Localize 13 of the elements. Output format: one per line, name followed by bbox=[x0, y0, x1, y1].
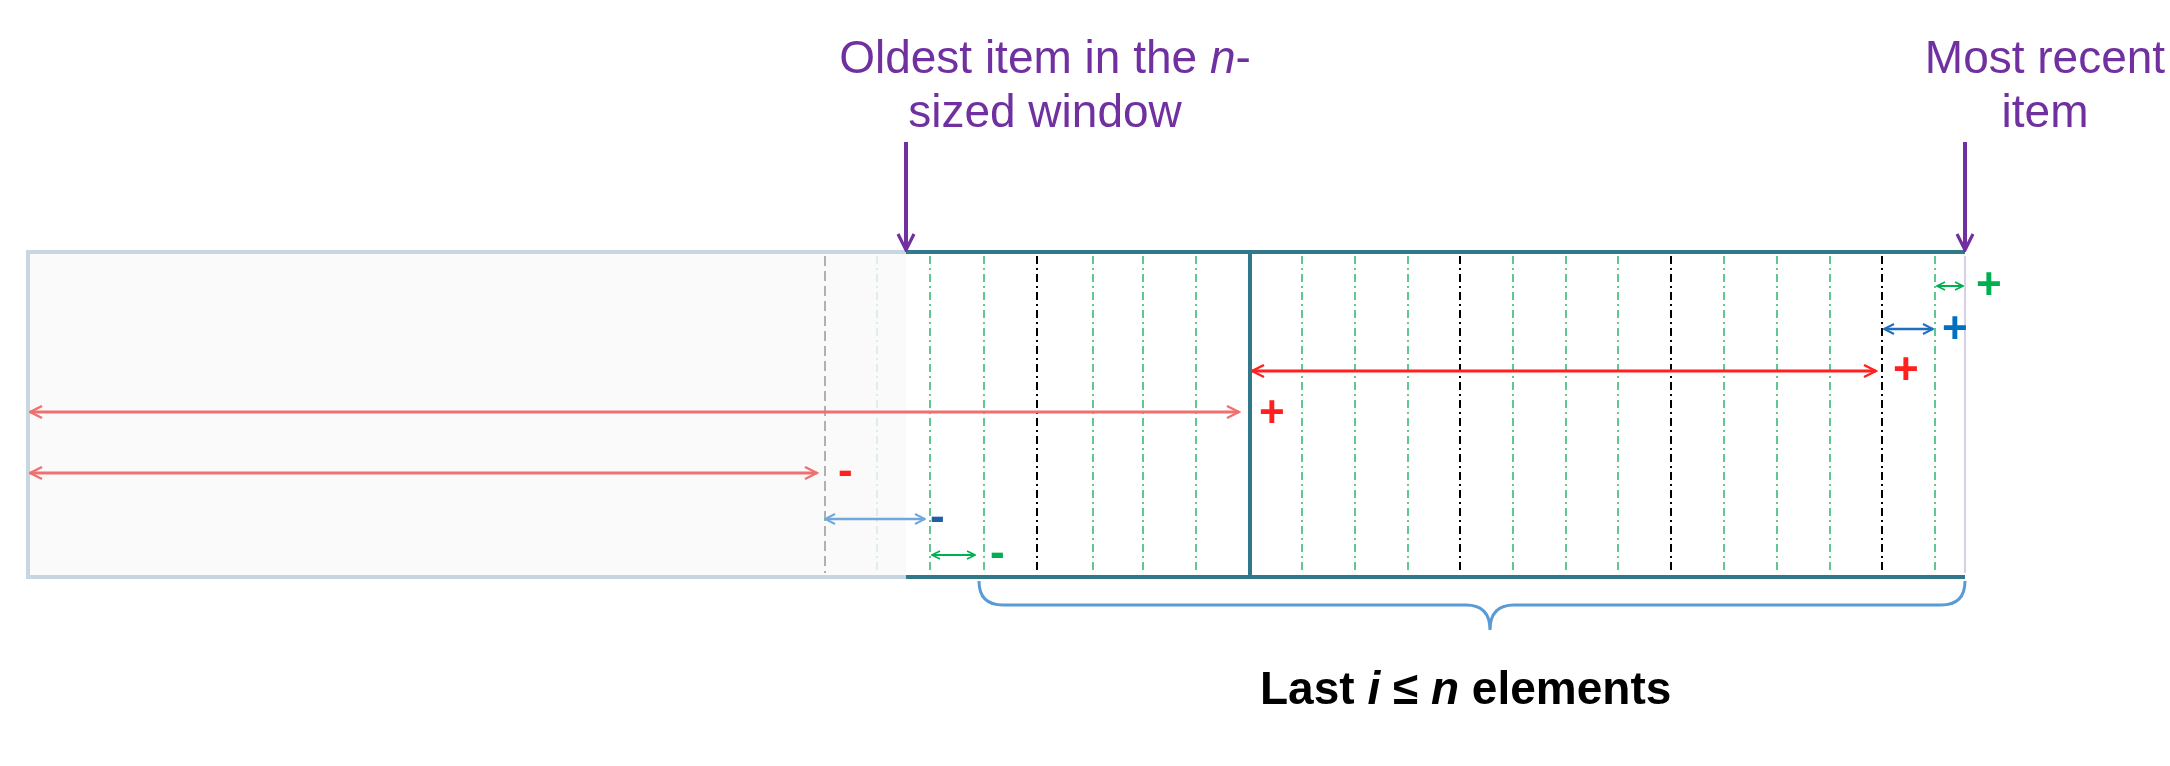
window-box bbox=[906, 250, 1965, 579]
arrow bbox=[896, 142, 916, 252]
sign-label: Last i ≤ n elements bbox=[1260, 665, 1672, 711]
sign-label: + bbox=[1259, 390, 1285, 434]
callout-text: Most recent item bbox=[1905, 30, 2170, 138]
sign-label: - bbox=[838, 448, 853, 492]
sign-label: - bbox=[930, 494, 945, 538]
sign-label: + bbox=[1942, 306, 1968, 350]
callout-text: Oldest item in the n-sized window bbox=[805, 30, 1285, 138]
sign-label: - bbox=[990, 530, 1005, 574]
arrow bbox=[1955, 142, 1975, 252]
sign-label: + bbox=[1893, 347, 1919, 391]
sign-label: + bbox=[1976, 262, 2002, 306]
